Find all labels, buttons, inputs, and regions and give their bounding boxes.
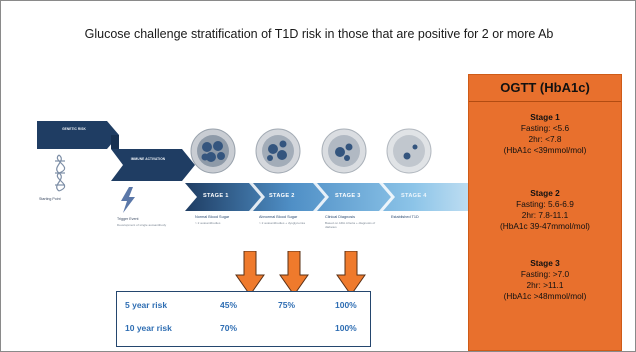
- ogtt-2hr: 2hr: <7.8: [528, 134, 562, 144]
- stage-2-desc: Abnormal Blood Sugar: [259, 215, 298, 219]
- ogtt-stage-name: Stage 2: [530, 188, 560, 198]
- lightning-icon: [121, 187, 135, 213]
- ogtt-2hr: 2hr: 7.8-11.1: [521, 210, 569, 220]
- stage-divider-1: [249, 183, 265, 211]
- ogtt-stage-name: Stage 3: [530, 258, 560, 268]
- stair-riser-1: [111, 135, 119, 149]
- stage-1-sub: > 2 autoantibodies: [195, 221, 221, 225]
- risk-value-stage-3: 100%: [335, 323, 357, 333]
- dna-icon: [55, 154, 66, 192]
- stage-divider-2: [313, 183, 329, 211]
- risk-value-stage-3: 100%: [335, 300, 357, 310]
- down-arrow-icon-1: [235, 251, 265, 296]
- starting-point-label: Starting Point: [39, 197, 61, 201]
- immune-activation-label: IMMUNE ACTIVATION: [130, 157, 166, 161]
- stage-4-label: STAGE 4: [401, 193, 427, 199]
- risk-row-label: 5 year risk: [125, 300, 168, 310]
- ogtt-hba1c: (HbA1c 39-47mmol/mol): [500, 221, 590, 231]
- ogtt-divider: [469, 101, 621, 102]
- stage-4-desc: Established T1D: [391, 215, 419, 219]
- risk-value-stage-1: 45%: [220, 300, 238, 310]
- stage-divider-3: [379, 183, 395, 211]
- risk-row-5-year: 5 year risk 45% 75% 100%: [117, 300, 370, 314]
- stage-1-desc: Normal Blood Sugar: [195, 215, 230, 219]
- ogtt-hba1c: (HbA1c <39mmol/mol): [503, 145, 587, 155]
- ogtt-panel: OGTT (HbA1c) Stage 1 Fasting: <5.6 2hr: …: [468, 74, 622, 351]
- immune-activation-step: [111, 149, 195, 181]
- ogtt-stage-1: Stage 1 Fasting: <5.6 2hr: <7.8 (HbA1c <…: [469, 112, 621, 156]
- staging-graphic: [37, 121, 489, 213]
- ogtt-stage-3: Stage 3 Fasting: >7.0 2hr: >11.1 (HbA1c …: [469, 258, 621, 302]
- risk-row-10-year: 10 year risk 70% 100%: [117, 323, 370, 337]
- ogtt-fasting: Fasting: >7.0: [520, 269, 570, 279]
- risk-value-stage-1: 70%: [220, 323, 238, 333]
- stage-2-sub: > 2 autoantibodies + dysglycemia: [259, 221, 305, 225]
- ogtt-hba1c: (HbA1c >48mmol/mol): [503, 291, 587, 301]
- ogtt-2hr: 2hr: >11.1: [526, 280, 564, 290]
- trigger-desc: Development of single autoantibody: [117, 223, 167, 227]
- stage-band: [185, 183, 489, 211]
- ogtt-stage-name: Stage 1: [530, 112, 560, 122]
- beta-cells-icon-1: [190, 128, 236, 174]
- genetic-risk-step: [37, 121, 119, 149]
- beta-cells-icon-3: [321, 128, 367, 174]
- t1d-staging-diagram: GENETIC RISK Starting Point IMMUNE ACTIV…: [37, 113, 497, 263]
- stage-3-desc: Clinical Diagnosis: [325, 215, 355, 219]
- beta-cells-icon-4: [386, 128, 432, 174]
- trigger-event-label: Trigger Event: [117, 217, 139, 221]
- risk-table: 5 year risk 45% 75% 100% 10 year risk 70…: [116, 291, 371, 347]
- stage-2-label: STAGE 2: [269, 193, 295, 199]
- stage-1-label: STAGE 1: [203, 193, 229, 199]
- stage-3-sub: Based on ADA criteria + diagnosis of dia…: [325, 221, 376, 229]
- risk-row-label: 10 year risk: [125, 323, 172, 333]
- down-arrow-icon-3: [336, 251, 366, 296]
- slide-title: Glucose challenge stratification of T1D …: [84, 27, 554, 41]
- beta-cells-icon-2: [255, 128, 301, 174]
- ogtt-fasting: Fasting: 5.6-6.9: [516, 199, 574, 209]
- ogtt-title: OGTT (HbA1c): [500, 80, 590, 95]
- ogtt-stage-2: Stage 2 Fasting: 5.6-6.9 2hr: 7.8-11.1 (…: [469, 188, 621, 232]
- ogtt-fasting: Fasting: <5.6: [520, 123, 570, 133]
- genetic-risk-label: GENETIC RISK: [62, 127, 86, 131]
- down-arrow-icon-2: [279, 251, 309, 296]
- stage-3-label: STAGE 3: [335, 193, 361, 199]
- risk-value-stage-2: 75%: [278, 300, 296, 310]
